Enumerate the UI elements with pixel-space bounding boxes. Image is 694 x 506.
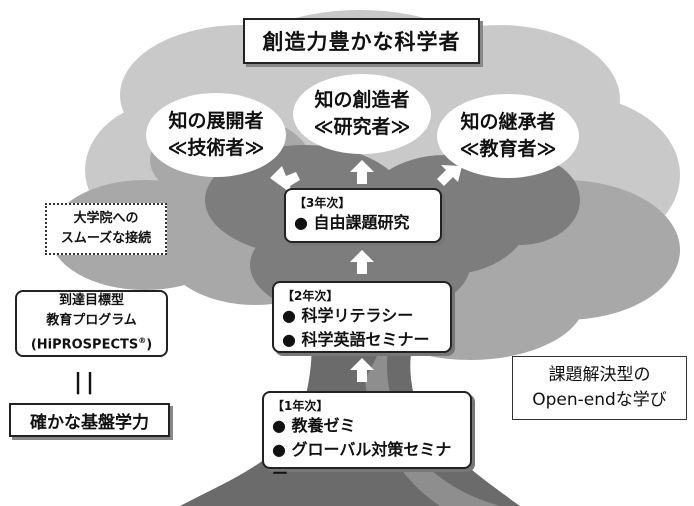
year2-item: ● 科学リテラシー — [282, 306, 414, 325]
goal-program-line3: (HiPROSPECTS®) — [31, 331, 152, 355]
goal-program-line1: 到達目標型 — [58, 293, 124, 309]
year2-item: ● 科学英語セミナー — [282, 330, 430, 349]
equals-sign: || — [74, 370, 99, 395]
arrow-up-right-icon — [437, 165, 462, 186]
goal-program-name: (HiPROSPECTS — [30, 337, 139, 353]
graduate-note-line1: 大学院への — [73, 211, 139, 226]
year2-label: 【2年次】 — [282, 289, 339, 303]
role-educator: 知の継承者 ≪教育者≫ — [437, 94, 579, 178]
goal-program-box: 到達目標型 教育プログラム (HiPROSPECTS®) — [15, 290, 168, 357]
registered-mark: ® — [138, 336, 147, 346]
open-end-line2: Open-endな学び — [532, 390, 667, 410]
year2-box: 【2年次】 ● 科学リテラシー ● 科学英語セミナー — [272, 281, 452, 353]
arrow-year1-to-2-icon — [350, 358, 374, 382]
role-engineer: 知の展開者 ≪技術者≫ — [146, 93, 286, 177]
foundation-box: 確かな基盤学力 — [9, 403, 170, 437]
arrow-up-left-icon — [270, 166, 300, 194]
graduate-note-line2: スムーズな接続 — [60, 231, 152, 246]
role-researcher-line1: 知の創造者 — [314, 89, 410, 111]
year1-item: ● グローバル対策セミナー — [272, 440, 452, 483]
role-educator-line2: ≪教育者≫ — [459, 138, 557, 160]
open-end-line1: 課題解決型の — [548, 365, 651, 385]
goal-title: 創造力豊かな科学者 — [243, 18, 480, 64]
role-researcher-line2: ≪研究者≫ — [313, 116, 411, 138]
year3-label: 【3年次】 — [294, 196, 351, 210]
goal-program-close: ) — [146, 337, 153, 353]
year1-item: ● 教養ゼミ — [272, 416, 356, 435]
role-researcher: 知の創造者 ≪研究者≫ — [293, 74, 431, 154]
role-educator-line1: 知の継承者 — [460, 111, 556, 133]
role-engineer-line1: 知の展開者 — [168, 110, 264, 132]
role-engineer-line2: ≪技術者≫ — [167, 137, 265, 159]
arrow-up-center-icon — [350, 160, 374, 184]
year3-item: ● 自由課題研究 — [294, 213, 410, 232]
year3-box: 【3年次】 ● 自由課題研究 — [284, 188, 442, 243]
year1-box: 【1年次】 ● 教養ゼミ ● グローバル対策セミナー — [262, 391, 472, 483]
goal-program-line2: 教育プログラム — [46, 313, 137, 329]
open-end-learning-box: 課題解決型の Open-endな学び — [512, 356, 687, 420]
graduate-connection-note: 大学院への スムーズな接続 — [45, 203, 167, 255]
year1-label: 【1年次】 — [272, 399, 329, 413]
arrow-year2-to-3-icon — [350, 250, 374, 274]
